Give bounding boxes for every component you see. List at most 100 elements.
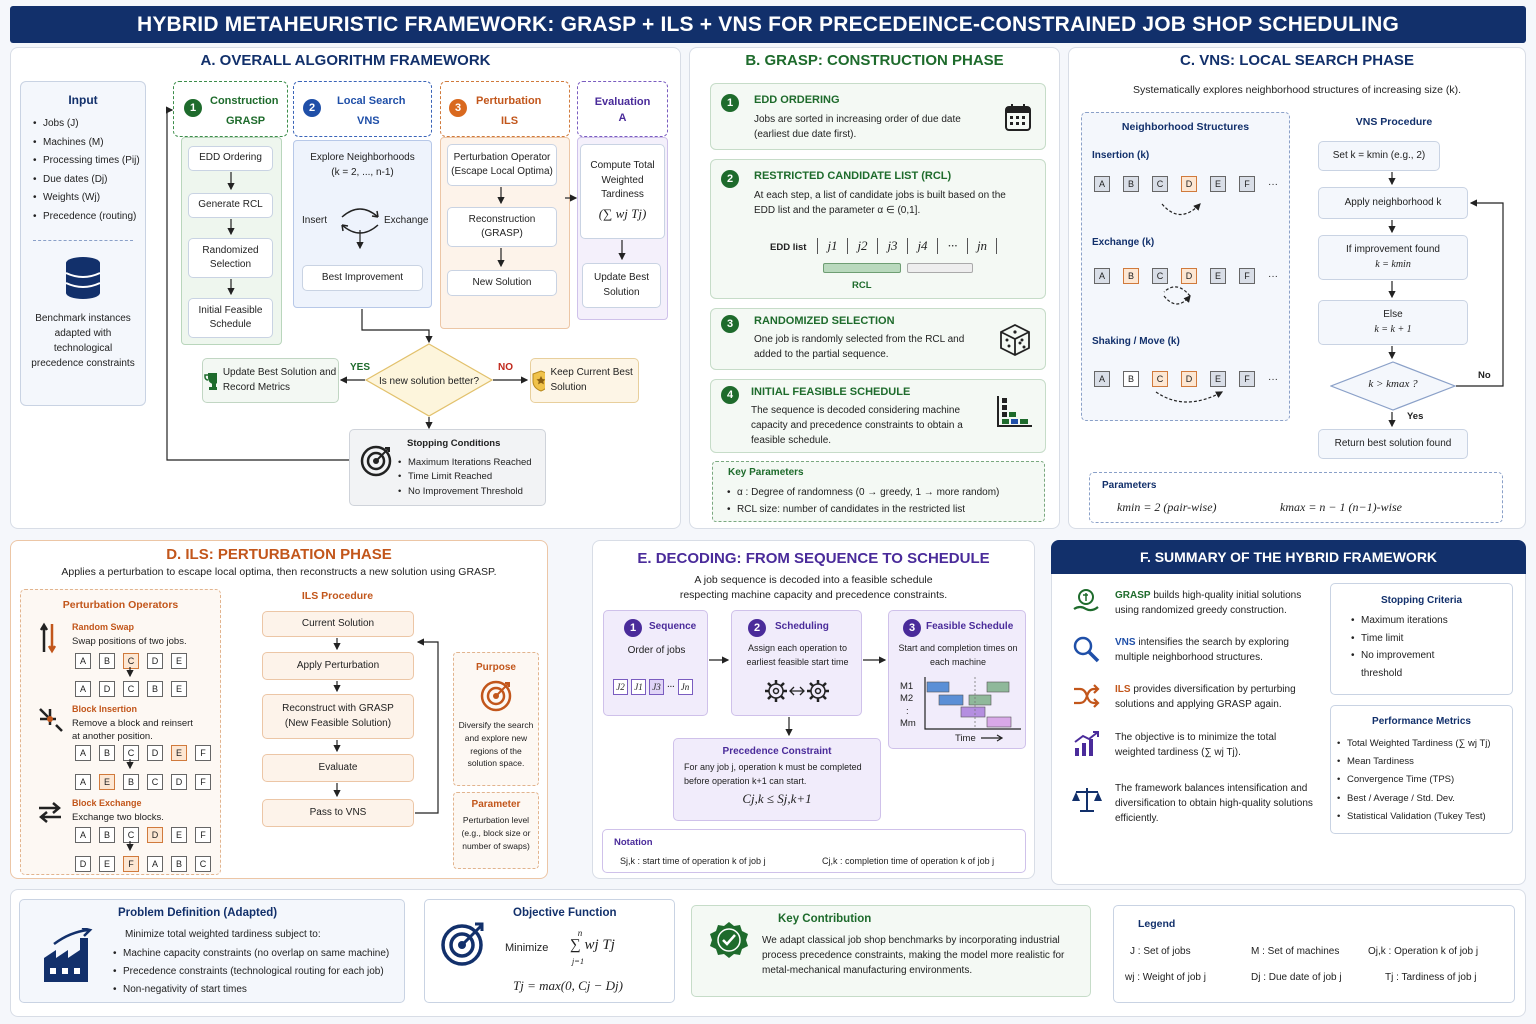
letter-ellipsis: ··· xyxy=(1268,270,1278,282)
vns-parameters-box: Parameters kmin = 2 (pair-wise) kmax = n… xyxy=(1089,472,1503,523)
summary-key: VNS xyxy=(1115,637,1136,648)
card-text: Jobs are sorted in increasing order of d… xyxy=(754,114,961,140)
yes-label: YES xyxy=(350,362,371,373)
letter-box: F xyxy=(195,774,211,790)
perf-list: Total Weighted Tardiness (∑ wj Tj) Mean … xyxy=(1337,735,1512,826)
search-icon xyxy=(1073,636,1100,663)
letter-ellipsis: ··· xyxy=(1268,178,1278,190)
stopping-criteria-item: No improvement threshold xyxy=(1351,647,1456,682)
ils-step: Current Solution xyxy=(262,611,414,637)
calendar-icon xyxy=(1005,104,1031,131)
pc-formula: Cj,k ≤ Sj,k+1 xyxy=(742,791,812,806)
swap-arrows-icon xyxy=(39,622,57,654)
pc-title: Precedence Constraint xyxy=(722,746,832,757)
kmin-param: kmin = 2 (pair-wise) xyxy=(1117,500,1217,514)
card-title: RANDOMIZED SELECTION xyxy=(754,315,895,327)
key-parameters-box: Key Parameters α : Degree of randomness … xyxy=(712,461,1045,522)
summary-balance: The framework balances intensification a… xyxy=(1115,781,1315,826)
op2-title: Block Insertion xyxy=(72,704,138,714)
panel-e-title: E. DECODING: FROM SEQUENCE TO SCHEDULE xyxy=(637,550,990,567)
letter-box: C xyxy=(123,681,139,697)
compute-twt-step: Compute Total Weighted Tardiness (∑ wj T… xyxy=(580,144,665,239)
shuffle-icon xyxy=(1074,684,1100,708)
pd-list: Machine capacity constraints (no overlap… xyxy=(113,945,389,999)
parameter-text: Perturbation level (e.g., block size or … xyxy=(461,815,531,851)
update-best-step: Update Best Solution xyxy=(582,263,661,308)
card-text: The sequence is decoded considering mach… xyxy=(751,405,963,446)
job-cell: jn xyxy=(967,238,997,254)
panel-f-title: F. SUMMARY OF THE HYBRID FRAMEWORK xyxy=(1051,540,1526,574)
card-text: At each step, a list of candidate jobs i… xyxy=(754,190,1006,216)
letter-box: D xyxy=(1181,176,1197,192)
vns-if-label: If improvement found xyxy=(1346,244,1440,255)
non-rcl-bar xyxy=(907,263,973,273)
letter-box: C xyxy=(195,856,211,872)
summary-vns: VNS intensifies the search by exploring … xyxy=(1115,635,1315,665)
job-box: J3 xyxy=(649,679,664,695)
op1-title: Random Swap xyxy=(72,622,135,632)
construction-header: 1 Construction GRASP xyxy=(173,81,288,137)
letter-box: A xyxy=(1094,371,1110,387)
notation-start: Sj,k : start time of operation k of job … xyxy=(620,856,766,866)
letter-box: E xyxy=(171,827,187,843)
summary-grasp: GRASP builds high-quality initial soluti… xyxy=(1115,588,1315,618)
stopping-item: Time Limit Reached xyxy=(398,470,532,485)
step-badge: 3 xyxy=(903,619,921,637)
evaluation-header: Evaluation A xyxy=(577,81,668,137)
summary-text: provides diversification by perturbing s… xyxy=(1115,684,1296,710)
edd-ordering-card: 1 EDD ORDERING Jobs are sorted in increa… xyxy=(710,83,1046,150)
insertion-label: Insertion (k) xyxy=(1092,150,1150,161)
time-axis-label: Time xyxy=(955,733,976,744)
of-tardiness: Tj = max(0, Cj − Dj) xyxy=(513,978,623,993)
stopping-criteria-title: Stopping Criteria xyxy=(1380,595,1463,606)
letter-box: C xyxy=(123,653,139,669)
perturbation-sub: ILS xyxy=(501,115,519,127)
blocks-icon xyxy=(997,396,1032,427)
letter-box: F xyxy=(1239,371,1255,387)
letter-box: C xyxy=(147,774,163,790)
op2-text1: Remove a block and reinsert xyxy=(72,718,193,729)
time-arrow-icon xyxy=(981,734,1004,742)
step-badge: 2 xyxy=(303,99,321,117)
op2-text2: at another position. xyxy=(72,731,153,742)
feasible-schedule-card: 3 Feasible Schedule Start and completion… xyxy=(888,610,1026,749)
stopping-title: Stopping Conditions xyxy=(407,438,501,449)
scheduling-card: 2 Scheduling Assign each operation to ea… xyxy=(731,610,862,716)
card-text: One job is randomly selected from the RC… xyxy=(754,334,965,360)
job-cell: j3 xyxy=(877,238,907,254)
performance-metrics-box: Performance Metrics Total Weighted Tardi… xyxy=(1330,705,1513,834)
letter-box: D xyxy=(1181,371,1197,387)
stopping-criteria-box: Stopping Criteria Maximum iterations Tim… xyxy=(1330,583,1513,695)
panel-c-subtitle: Systematically explores neighborhood str… xyxy=(1133,84,1461,96)
key-param-item: RCL size: number of candidates in the re… xyxy=(727,501,999,518)
pd-title: Problem Definition (Adapted) xyxy=(118,907,278,919)
letter-box: D xyxy=(147,827,163,843)
input-box: Input Jobs (J) Machines (M) Processing t… xyxy=(20,81,146,406)
ils-step: Apply Perturbation xyxy=(262,652,414,680)
purpose-title: Purpose xyxy=(475,662,516,673)
no-label: NO xyxy=(498,362,513,373)
block-insert-icon xyxy=(39,708,63,732)
stopping-criteria-item: Maximum iterations xyxy=(1351,612,1456,630)
exchange-label: Exchange xyxy=(384,215,429,226)
keep-current-label: Keep Current Best Solution xyxy=(550,367,633,393)
shield-icon xyxy=(532,369,546,392)
database-icon xyxy=(65,257,101,299)
of-upper: n xyxy=(577,928,583,938)
letter-box: F xyxy=(123,856,139,872)
parameter-box: Parameter Perturbation level (e.g., bloc… xyxy=(453,792,539,869)
factory-icon xyxy=(44,928,93,982)
input-list: Jobs (J) Machines (M) Processing times (… xyxy=(33,115,145,226)
perf-item: Best / Average / Std. Dev. xyxy=(1337,790,1512,808)
local-search-header: 2 Local Search VNS xyxy=(293,81,432,137)
target-icon xyxy=(441,922,484,966)
machine-label: M1 xyxy=(900,681,914,692)
letter-box: C xyxy=(123,827,139,843)
panel-c-title: C. VNS: LOCAL SEARCH PHASE xyxy=(1180,52,1414,69)
ils-step: Reconstruct with GRASP (New Feasible Sol… xyxy=(262,694,414,739)
ils-proc-title: ILS Procedure xyxy=(301,590,374,602)
input-item: Machines (M) xyxy=(33,134,145,153)
kc-title: Key Contribution xyxy=(778,913,872,925)
letter-box: C xyxy=(1152,176,1168,192)
